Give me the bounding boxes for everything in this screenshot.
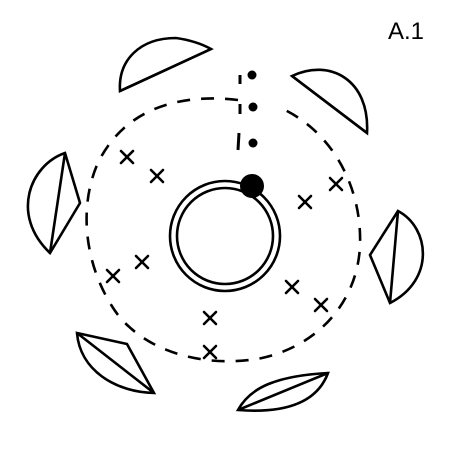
magic-ring-outer [168, 179, 282, 293]
chain-dash [236, 132, 241, 151]
petal-left [26, 151, 82, 256]
chart-label: A.1 [388, 18, 425, 45]
single-crochet-mark [149, 168, 165, 184]
chain-dot [248, 138, 258, 148]
petal-top-right [289, 68, 369, 136]
slip-knot-dot [240, 174, 264, 198]
chain-round-dashes [85, 97, 362, 363]
single-crochet-mark [284, 279, 300, 295]
single-crochet-mark [313, 297, 329, 313]
single-crochet-mark [328, 176, 344, 192]
single-crochet-mark [297, 194, 313, 210]
single-crochet-mark [105, 268, 121, 284]
single-crochet-mark [119, 149, 135, 165]
single-crochet-mark [202, 310, 218, 326]
single-crochet-mark [202, 344, 218, 360]
petal-bottom-left [75, 331, 157, 395]
chain-dot [247, 70, 257, 80]
petal-right [368, 209, 425, 305]
petal-top [118, 36, 214, 93]
chain-dot [248, 102, 258, 112]
single-crochet-mark [134, 254, 150, 270]
magic-ring-inner [175, 186, 275, 286]
petal-bottom-right [235, 371, 330, 412]
